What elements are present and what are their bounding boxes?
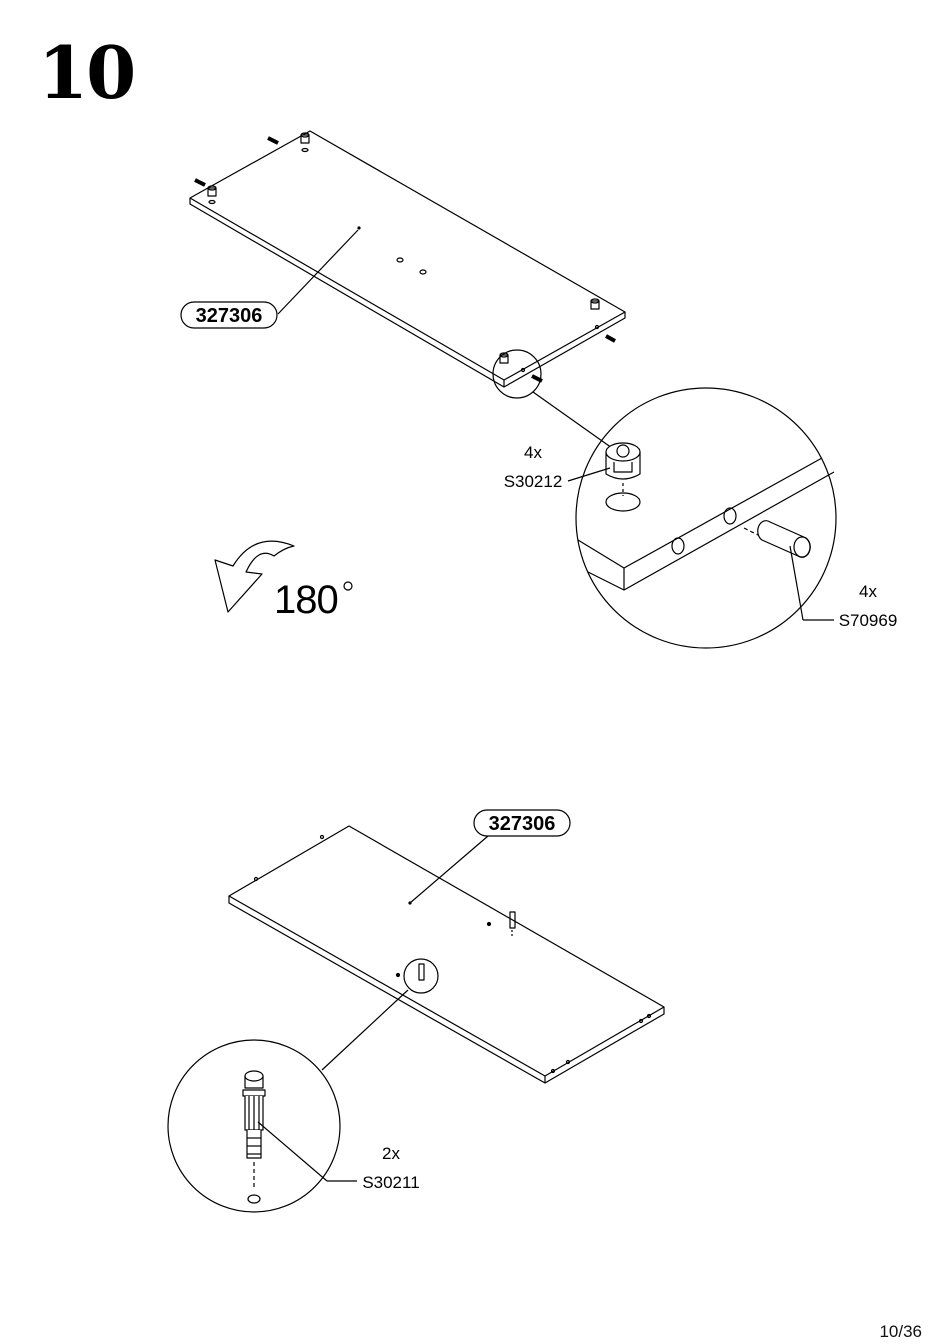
cam-bolt-code: S30211: [362, 1173, 419, 1192]
top-panel: [190, 131, 625, 387]
dowel-qty: 4x: [859, 582, 877, 601]
part-label-top: 327306: [181, 302, 277, 328]
cam-bolt-qty: 2x: [382, 1144, 400, 1163]
cam-lock-qty: 4x: [524, 443, 542, 462]
rotation-angle: 180: [274, 578, 338, 622]
dowel-code: S70969: [839, 611, 898, 630]
detail-circle-top: [568, 388, 836, 648]
bottom-panel: [229, 826, 664, 1083]
part-label-bottom: 327306: [474, 810, 570, 836]
cam-lock-code: S30212: [504, 472, 563, 491]
part-label-bottom-text: 327306: [489, 813, 556, 835]
page-number: 10/36: [879, 1322, 922, 1342]
detail-circle-bottom: [168, 1040, 357, 1212]
part-label-top-text: 327306: [196, 305, 263, 327]
